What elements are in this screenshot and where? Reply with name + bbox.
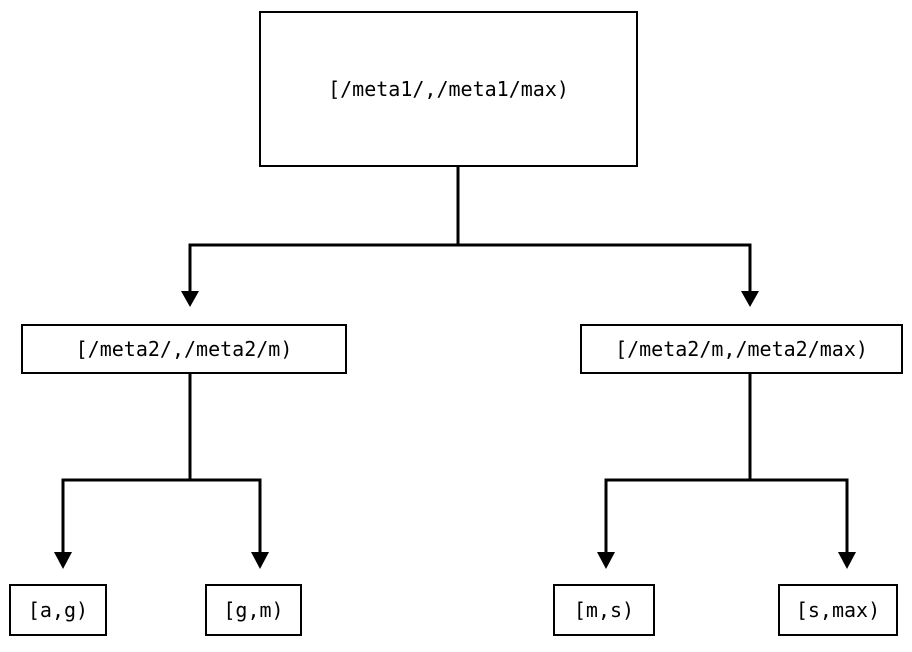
node-mid-right[interactable]: [/meta2/m,/meta2/max): [580, 324, 903, 374]
edge-mid-right-to-leaf-4: [748, 374, 856, 569]
node-mid-right-label: [/meta2/m,/meta2/max): [615, 337, 868, 361]
node-mid-left-label: [/meta2/,/meta2/m): [75, 337, 293, 361]
edge-root-to-mid-right: [456, 167, 759, 307]
edge-mid-left-to-leaf-1: [54, 374, 192, 569]
arrowhead-down-icon: [54, 552, 72, 569]
node-leaf-a-g[interactable]: [a,g): [9, 584, 107, 636]
arrowhead-down-icon: [597, 552, 615, 569]
node-leaf-m-s-label: [m,s): [573, 598, 635, 622]
node-leaf-g-m[interactable]: [g,m): [205, 584, 302, 636]
edge-mid-right-to-leaf-3: [597, 374, 752, 569]
node-leaf-m-s[interactable]: [m,s): [553, 584, 655, 636]
node-root[interactable]: [/meta1/,/meta1/max): [259, 11, 638, 167]
arrowhead-down-icon: [741, 291, 759, 307]
node-mid-left[interactable]: [/meta2/,/meta2/m): [21, 324, 347, 374]
node-leaf-a-g-label: [a,g): [27, 598, 89, 622]
node-leaf-s-max[interactable]: [s,max): [778, 584, 898, 636]
arrowhead-down-icon: [251, 552, 269, 569]
node-leaf-s-max-label: [s,max): [795, 598, 881, 622]
node-root-label: [/meta1/,/meta1/max): [328, 77, 569, 101]
arrowhead-down-icon: [181, 291, 199, 307]
node-leaf-g-m-label: [g,m): [223, 598, 284, 622]
edge-mid-left-to-leaf-2: [188, 374, 269, 569]
arrowhead-down-icon: [838, 552, 856, 569]
edge-root-to-mid-left: [181, 167, 460, 307]
